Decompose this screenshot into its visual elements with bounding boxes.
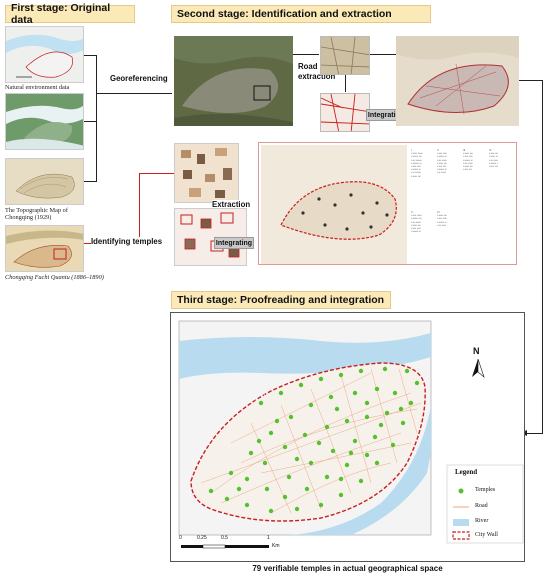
stage-1-header: First stage: Original data [5, 2, 135, 26]
natural-env-map-2 [5, 93, 84, 150]
connector-right-h-bottom [526, 433, 542, 434]
temple-list-col-2: II ▪ ▪▪▪▪ ▪▪▪▪ ▪ ▪▪▪▪▪▪ ▪▪ ▪ ▪▪▪ ▪▪▪▪▪ ▪… [437, 149, 447, 175]
final-map-frame: Jialing River Yangtze River N 0 0.25 0.5… [170, 312, 525, 562]
extraction-label: Extraction [212, 200, 251, 209]
connector-v [96, 55, 97, 182]
stage-1-title: First stage: Original data [11, 2, 111, 26]
stage-3-header: Third stage: Proofreading and integratio… [171, 291, 391, 309]
fuchi-quantu-map [5, 225, 84, 272]
temple-list-col-3: III ▪ ▪▪▪▪▪ ▪▪▪ ▪ ▪▪▪▪ ▪▪▪▪ ▪ ▪▪▪▪▪▪ ▪▪ … [463, 149, 473, 172]
stage-2-header: Second stage: Identification and extract… [171, 5, 431, 23]
legend-river-label: River [475, 518, 489, 524]
road-label-line1: Road [298, 62, 318, 71]
stage-3-title: Third stage: Proofreading and integratio… [177, 294, 385, 306]
temple-list-col-1: I ▪ ▪▪▪▪▪ ▪▪▪▪▪ ▪ ▪▪▪▪▪▪ ▪▪▪ ▪ ▪▪▪ ▪▪▪▪▪… [411, 149, 423, 178]
red-connector-v [139, 173, 140, 244]
arrow-road-down [345, 75, 346, 92]
topographic-caption: The Topographic Map of Chongqing (1929) [5, 207, 68, 221]
topographic-caption-line1: The Topographic Map of [5, 207, 68, 214]
scale-tick-0: 0 [179, 535, 182, 541]
scale-tick-1: 0.25 [197, 535, 207, 541]
temple-detail-crop-1 [174, 143, 239, 203]
topographic-caption-line2: Chongqing (1929) [5, 214, 52, 222]
arrow-to-road [293, 54, 319, 55]
natural-env-caption: Natural environment data [5, 84, 70, 91]
connector-h3 [84, 181, 96, 182]
georeferencing-label: Georeferencing [110, 74, 168, 83]
temple-integration-panel: I ▪ ▪▪▪▪▪ ▪▪▪▪▪ ▪ ▪▪▪▪▪▪ ▪▪▪ ▪ ▪▪▪ ▪▪▪▪▪… [258, 142, 517, 265]
jialing-river-label: Jialing River [235, 392, 281, 401]
integrating-mid-label: Integrating [215, 239, 253, 247]
scale-tick-3: 1 [267, 535, 270, 541]
legend-city-wall-label: City Wall [475, 532, 498, 538]
connector-right-h-top [519, 80, 543, 81]
connector-right-v [542, 80, 543, 434]
fuchi-caption: Chongqing Fuchi Quantu (1886–1890) [5, 274, 104, 281]
red-connector-to-detail [139, 173, 174, 174]
stage-2-title: Second stage: Identification and extract… [177, 8, 392, 20]
road-map-crop [320, 36, 370, 75]
scale-unit: Km [272, 543, 280, 549]
legend-temples-label: Temples [475, 487, 496, 493]
integrating-top-label: Integrating [367, 111, 405, 119]
road-extracted-crop [320, 93, 370, 132]
topographic-map-1929 [5, 158, 84, 205]
north-label: N [473, 346, 480, 356]
connector-h1 [84, 55, 96, 56]
identifying-temples-label: Identifying temples [91, 237, 163, 246]
scale-tick-2: 0.5 [221, 535, 228, 541]
integrated-road-map [396, 36, 519, 126]
legend-road-label: Road [475, 503, 488, 509]
natural-env-map-1 [5, 26, 84, 83]
connector-to-georef [96, 93, 172, 94]
road-label-line2: extraction [298, 72, 336, 81]
temple-list-col-6: VI ▪ ▪▪▪▪▪ ▪▪▪ ▪ ▪▪▪▪ ▪▪▪▪ ▪ ▪▪▪▪▪▪ ▪▪ ▪… [437, 211, 447, 227]
satellite-image [174, 36, 293, 126]
legend-title: Legend [455, 468, 478, 476]
connector-h2 [84, 121, 96, 122]
temple-list-col-4: IV ▪ ▪▪▪▪ ▪▪▪ ▪ ▪▪▪▪▪ ▪▪ ▪ ▪▪▪ ▪▪▪▪ ▪ ▪▪… [489, 149, 498, 169]
arrow-to-integrated [370, 54, 396, 55]
temple-list-col-5: V ▪ ▪▪▪▪ ▪▪▪▪▪ ▪ ▪▪▪▪▪▪ ▪▪▪ ▪ ▪▪▪ ▪▪▪▪▪ … [411, 211, 422, 234]
integrating-mid-button: Integrating [214, 237, 254, 249]
final-map-caption: 79 verifiable temples in actual geograph… [252, 564, 443, 573]
